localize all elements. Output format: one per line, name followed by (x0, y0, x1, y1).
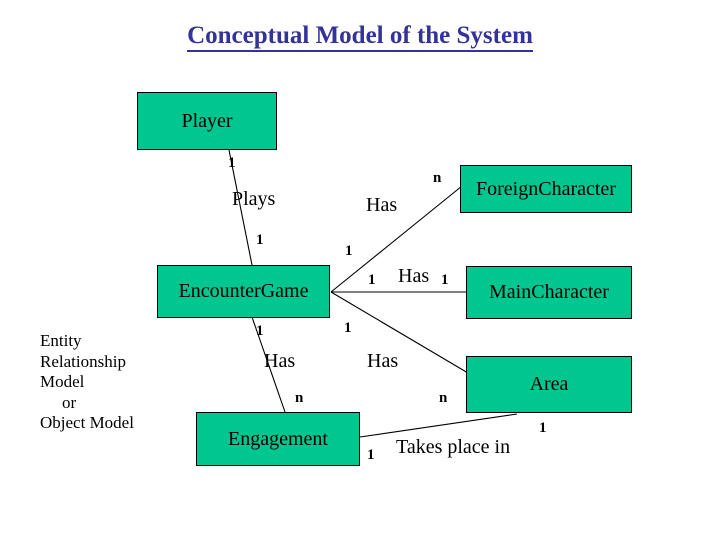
relationship-label-plays: Plays (232, 188, 276, 210)
entity-main-character-label: MainCharacter (489, 281, 609, 303)
diagram-caption: Entity Relationship Model or Object Mode… (40, 331, 134, 434)
caption-line-entity: Entity (40, 331, 82, 350)
edge-has-engagement (251, 316, 286, 413)
edge-has-area (330, 291, 469, 374)
relationship-label-has-foreign: Has (366, 194, 398, 216)
cardinality-engagement-takes: 1 (367, 447, 375, 463)
cardinality-area-takes: 1 (539, 420, 547, 436)
caption-line-model: Model (40, 372, 85, 391)
cardinality-plays-encounter: 1 (256, 232, 264, 248)
entity-foreign-character[interactable]: ForeignCharacter (460, 165, 632, 213)
cardinality-encounter-has-foreign: 1 (345, 243, 353, 259)
cardinality-player-plays: 1 (228, 155, 236, 171)
relationship-label-takes-place-in: Takes place in (396, 436, 511, 458)
page-title-text: Conceptual Model of the System (187, 22, 533, 52)
cardinality-foreign-character-n: n (433, 170, 442, 186)
entity-player[interactable]: Player (137, 92, 277, 150)
caption-line-relationship: Relationship (40, 351, 126, 371)
relationship-label-has-engagement: Has (264, 350, 296, 372)
caption-line-object-model: Object Model (40, 413, 134, 432)
entity-player-label: Player (181, 109, 233, 132)
cardinality-engagement-n: n (295, 390, 304, 406)
cardinality-area-n: n (439, 390, 448, 406)
entity-engagement[interactable]: Engagement (196, 412, 360, 466)
entity-encounter-game[interactable]: EncounterGame (157, 265, 330, 318)
relationship-label-has-main: Has (398, 265, 430, 287)
page-title: Conceptual Model of the System (0, 22, 720, 52)
entity-foreign-character-label: ForeignCharacter (476, 177, 616, 200)
entity-engagement-label: Engagement (228, 427, 328, 450)
cardinality-encounter-has-main: 1 (368, 272, 376, 288)
edge-takes-place-in (359, 413, 518, 438)
entity-encounter-game-label: EncounterGame (178, 280, 309, 302)
edge-has-foreign (330, 185, 463, 293)
cardinality-encounter-has-area: 1 (344, 320, 352, 336)
cardinality-encounter-has-engagement: 1 (256, 323, 264, 339)
relationship-label-has-area: Has (367, 350, 399, 372)
entity-main-character[interactable]: MainCharacter (466, 266, 632, 319)
entity-area[interactable]: Area (466, 356, 632, 413)
edge-plays (228, 149, 253, 266)
entity-area-label: Area (529, 373, 569, 395)
cardinality-main-character-1: 1 (441, 272, 449, 288)
caption-line-or: or (62, 392, 77, 412)
